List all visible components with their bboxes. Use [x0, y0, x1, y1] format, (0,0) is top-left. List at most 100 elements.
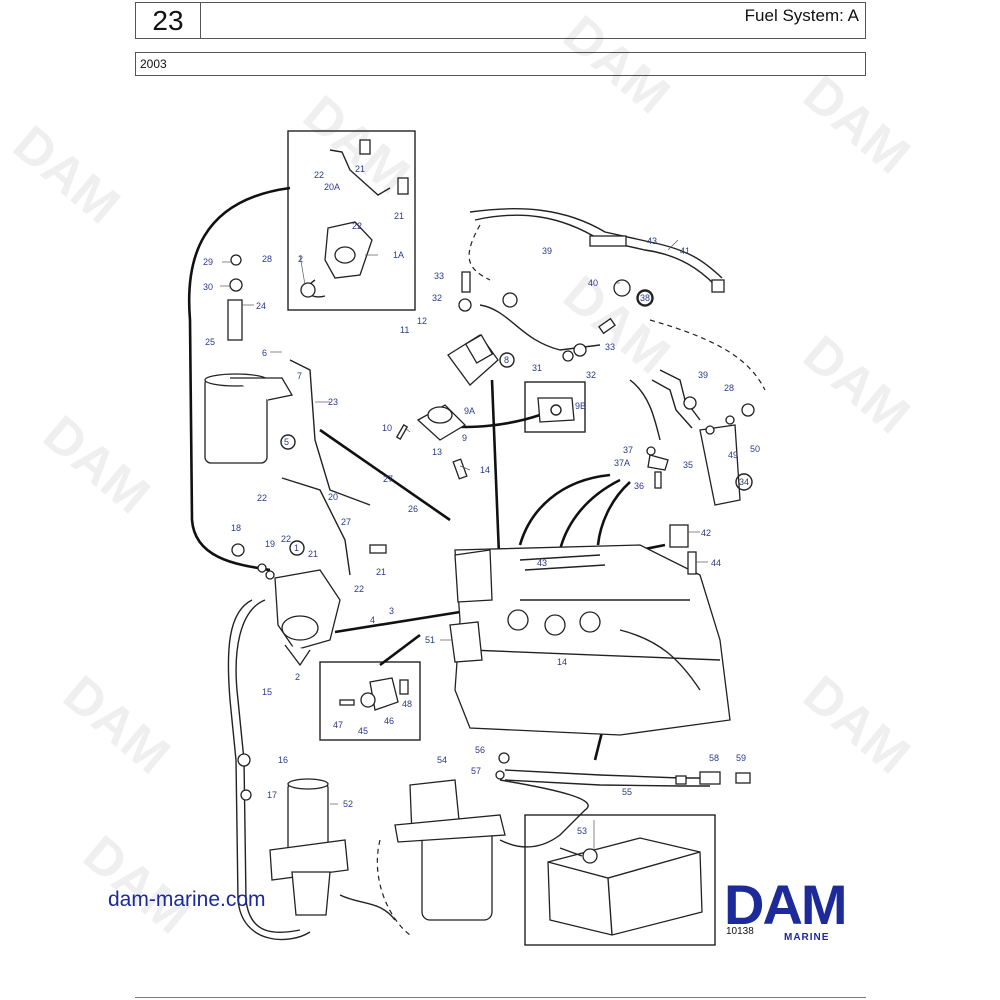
feed-pump-1: [231, 543, 387, 667]
return-pipe: [187, 186, 291, 572]
callout-label: 20: [328, 492, 338, 502]
callout-label: 2: [298, 254, 303, 264]
guide-arrow: [596, 481, 631, 546]
callout-label: 29: [203, 257, 213, 267]
callout-label: 36: [634, 481, 644, 491]
callout-label: 1: [294, 543, 299, 553]
callout-label: 27: [383, 474, 393, 484]
callout-label: 51: [425, 635, 435, 645]
callout-label: 25: [205, 337, 215, 347]
fitting-58-59: [675, 771, 751, 785]
model-year: 2003: [140, 57, 167, 71]
callout-label: 17: [267, 790, 277, 800]
watermark: DAM: [72, 825, 200, 946]
watermark: DAM: [792, 325, 920, 446]
engine-block: [449, 524, 731, 736]
logo-wordmark: DAM: [724, 878, 846, 936]
callout-label: 34: [739, 477, 749, 487]
callout-label: 56: [475, 745, 485, 755]
pipe-20: [281, 477, 351, 576]
callout-label: 22: [314, 170, 324, 180]
callout-label: 43: [537, 558, 547, 568]
callout-label: 32: [432, 293, 442, 303]
callout-label: 26: [408, 504, 418, 514]
callout-label: 21: [376, 567, 386, 577]
callout-label: 31: [532, 363, 542, 373]
pipe-to-filter: [339, 894, 396, 921]
pipe-31: [479, 304, 601, 351]
fuel-tank-53: [547, 837, 703, 936]
dam-marine-logo: DAM: [724, 878, 848, 936]
inset-box-tank: [524, 814, 716, 946]
part-labels: 1 1A 2 2 3 4 5 6 7 8 9 9A 9B 10 11 12 13…: [203, 164, 760, 836]
callout-label: 47: [333, 720, 343, 730]
callout-label: 46: [384, 716, 394, 726]
watermark: DAM: [52, 665, 180, 786]
callout-label: 14: [557, 657, 567, 667]
inset-box-gasket: [524, 381, 586, 433]
callout-label: 30: [203, 282, 213, 292]
guide-arrow: [379, 633, 421, 667]
page-title: Fuel System: A: [744, 6, 859, 25]
leader-lines: [220, 239, 708, 850]
section-number: 23: [136, 3, 201, 38]
callout-circles: [280, 290, 753, 556]
feed-pump-1a: [300, 139, 409, 298]
callout-label: 7: [297, 371, 302, 381]
callout-label: 6: [262, 348, 267, 358]
callout-label: 33: [434, 271, 444, 281]
inset-box-feed-pump: [287, 130, 416, 311]
return-line: [499, 779, 589, 848]
callout-label: 22: [281, 534, 291, 544]
callout-label: 24: [256, 301, 266, 311]
inset-box-bracket: [319, 661, 421, 741]
injector-34: [629, 369, 755, 506]
callout-label: 3: [389, 606, 394, 616]
subheader-bar: 2003: [135, 52, 866, 76]
callout-label: 40: [588, 278, 598, 288]
guide-arrow: [490, 379, 502, 581]
pipe-23: [289, 359, 371, 506]
watermark: DAM: [2, 115, 130, 236]
dashed-routing: [376, 839, 411, 936]
water-separator-52: [237, 753, 349, 916]
callout-label: 37A: [614, 458, 630, 468]
callout-label: 16: [278, 755, 288, 765]
callout-label: 19: [265, 539, 275, 549]
callout-label: 37: [623, 445, 633, 455]
guide-arrow: [558, 478, 621, 551]
fuel-filter-54: [394, 752, 510, 921]
callout-label: 50: [750, 444, 760, 454]
guide-arrow: [319, 428, 451, 522]
callout-label: 59: [736, 753, 746, 763]
callout-label: 28: [724, 383, 734, 393]
callout-label: 22: [352, 221, 362, 231]
callout-label: 9B: [575, 401, 586, 411]
website-link[interactable]: dam-marine.com: [108, 888, 266, 911]
callout-label: 5: [284, 437, 289, 447]
callout-label: 35: [683, 460, 693, 470]
header-bar: 23 Fuel System: A: [135, 2, 866, 39]
dashed-routing: [468, 224, 491, 281]
callout-label: 55: [622, 787, 632, 797]
callout-label: 9: [462, 433, 467, 443]
fuel-line-15: [235, 599, 301, 934]
callout-label: 49: [728, 450, 738, 460]
callout-label: 38: [640, 293, 650, 303]
injection-pump-8: [395, 271, 616, 480]
logo-subtext: MARINE: [784, 932, 830, 943]
reference-code: 10138: [726, 926, 754, 937]
callout-label: 14: [480, 465, 490, 475]
callout-label: 45: [358, 726, 368, 736]
injection-pipes-b: [469, 208, 723, 279]
fuel-line-55: [504, 769, 710, 779]
guide-arrow: [518, 473, 611, 546]
watermark: DAM: [552, 5, 680, 126]
bracket-assembly: [339, 677, 409, 711]
callout-label: 44: [711, 558, 721, 568]
callout-label: 22: [257, 493, 267, 503]
callout-label: 4: [370, 615, 375, 625]
callout-label: 15: [262, 687, 272, 697]
injection-pipe-set: [502, 235, 725, 308]
callout-label: 18: [231, 523, 241, 533]
